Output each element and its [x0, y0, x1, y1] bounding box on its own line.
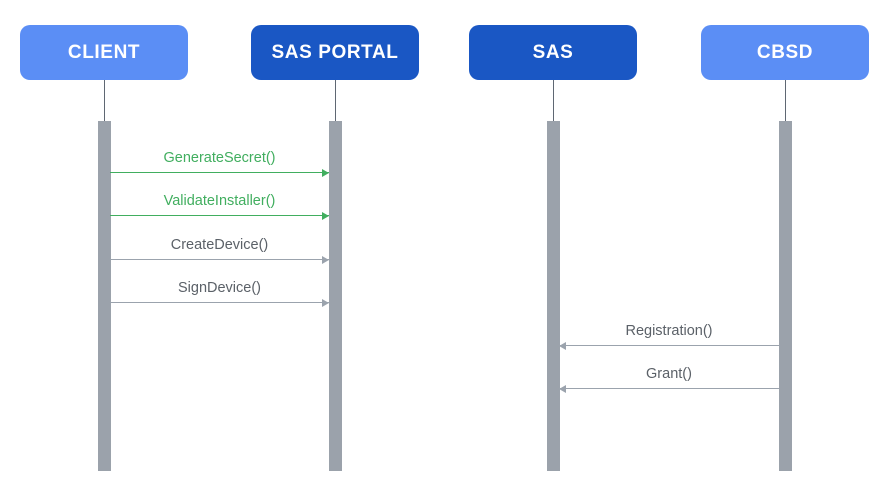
message-line — [110, 215, 329, 216]
arrowhead-left-icon — [559, 341, 566, 350]
message-label: Grant() — [646, 366, 692, 382]
arrowhead-right-icon — [322, 168, 329, 177]
lifeline-sas — [553, 80, 554, 121]
participant-box-client[interactable]: CLIENT — [20, 25, 188, 80]
message-label: SignDevice() — [178, 280, 261, 296]
activation-bar-cbsd — [779, 121, 792, 471]
message-label: ValidateInstaller() — [163, 193, 276, 209]
activation-bar-sas — [547, 121, 560, 471]
participant-label-cbsd: CBSD — [756, 41, 814, 63]
lifeline-cbsd — [785, 80, 786, 121]
message-label: Registration() — [625, 323, 713, 339]
message-line — [559, 345, 779, 346]
participant-box-cbsd[interactable]: CBSD — [701, 25, 869, 80]
participant-label-sas: SAS — [532, 41, 574, 63]
arrowhead-right-icon — [322, 298, 329, 307]
message-line — [110, 302, 329, 303]
message-line — [559, 388, 779, 389]
participant-box-sas-portal[interactable]: SAS PORTAL — [251, 25, 419, 80]
activation-bar-client — [98, 121, 111, 471]
message-label: GenerateSecret() — [163, 150, 276, 166]
lifeline-sas-portal — [335, 80, 336, 121]
message-label: CreateDevice() — [170, 237, 269, 253]
message-line — [110, 172, 329, 173]
participant-label-client: CLIENT — [67, 41, 141, 63]
activation-bar-sas-portal — [329, 121, 342, 471]
participant-box-sas[interactable]: SAS — [469, 25, 637, 80]
lifeline-client — [104, 80, 105, 121]
participant-label-sas-portal: SAS PORTAL — [271, 41, 399, 63]
arrowhead-right-icon — [322, 255, 329, 264]
arrowhead-left-icon — [559, 384, 566, 393]
arrowhead-right-icon — [322, 211, 329, 220]
message-line — [110, 259, 329, 260]
